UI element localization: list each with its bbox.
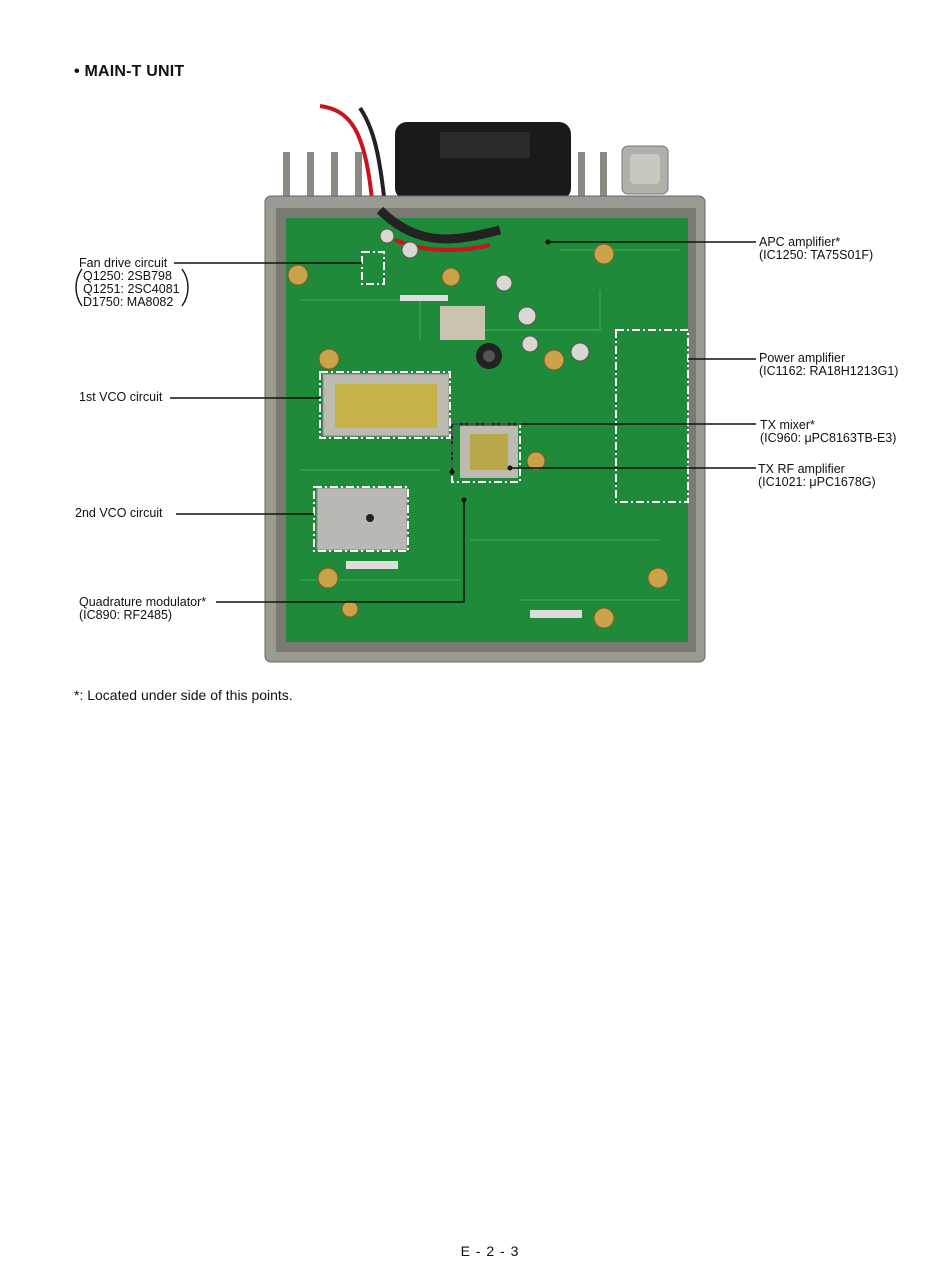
- apc-amp-label: APC amplifier*: [759, 235, 841, 249]
- tx-mixer-label: TX mixer*: [760, 418, 815, 432]
- fan-drive-label: Fan drive circuit: [79, 256, 168, 270]
- fan-drive-part-q1250: Q1250: 2SB798: [83, 269, 172, 283]
- tx-rf-amp-label: TX RF amplifier: [758, 462, 845, 476]
- fan-drive-part-q1251: Q1251: 2SC4081: [83, 282, 180, 296]
- section-heading: • MAIN-T UNIT: [74, 63, 185, 80]
- vco1-label: 1st VCO circuit: [79, 390, 163, 404]
- quad-mod-label: Quadrature modulator*: [79, 595, 207, 609]
- apc-amp-part: (IC1250: TA75S01F): [759, 248, 874, 262]
- tx-mixer-part: (IC960: μPC8163TB-E3): [760, 431, 897, 445]
- quad-mod-part: (IC890: RF2485): [79, 608, 173, 622]
- power-amp-part: (IC1162: RA18H1213G1): [759, 364, 899, 378]
- fan-drive-part-d1750: D1750: MA8082: [83, 295, 174, 309]
- footnote: *: Located under side of this points.: [74, 687, 293, 703]
- tx-rf-amp-part: (IC1021: μPC1678G): [758, 475, 876, 489]
- vco2-label: 2nd VCO circuit: [75, 506, 163, 520]
- page-number: E - 2 - 3: [460, 1243, 520, 1259]
- power-amp-label: Power amplifier: [759, 351, 846, 365]
